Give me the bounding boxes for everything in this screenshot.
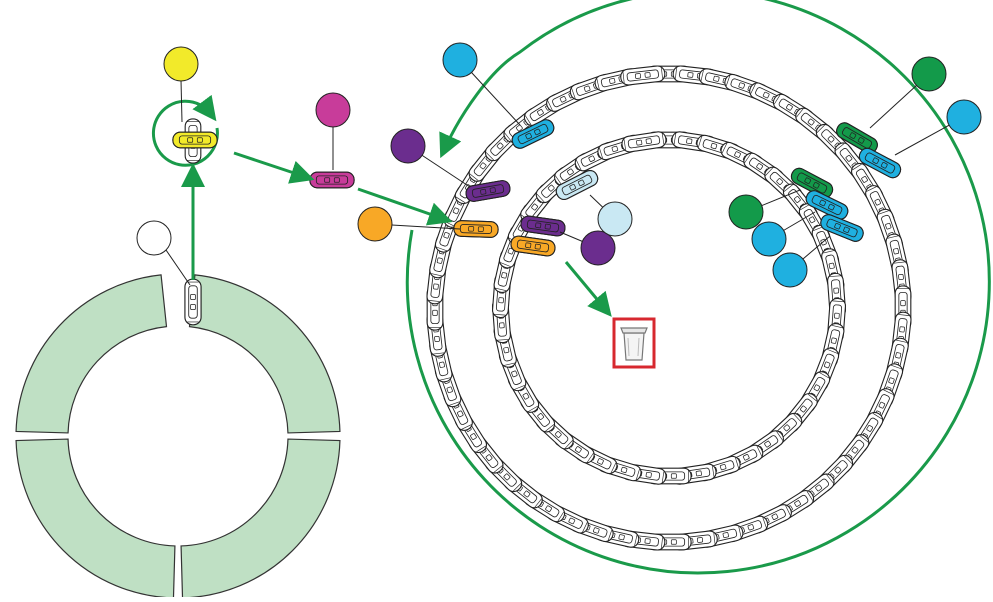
cyan-cuvette-inner-b <box>818 211 866 245</box>
rotation-arrow <box>151 94 219 167</box>
magenta-cuvette <box>309 171 355 189</box>
green-cuvette-outer <box>833 119 881 157</box>
green-marker-left <box>728 194 764 230</box>
transfer-arrows <box>181 151 612 317</box>
cyan-cuvette-outer <box>856 145 904 181</box>
magenta-marker <box>315 92 351 128</box>
cyan-marker-mid <box>751 221 787 257</box>
green-cuvette-inner <box>788 165 836 201</box>
incubator-wheel <box>425 64 913 552</box>
loading-ring-segment <box>15 438 176 599</box>
cyan-cuvette-top <box>509 116 557 152</box>
yellow-marker <box>163 46 199 82</box>
cyan-cuvette-inner-a <box>803 187 851 223</box>
light-cyan-marker <box>597 201 633 237</box>
trash-bin-icon <box>612 317 656 369</box>
incubator-rotation-arrow <box>405 0 991 575</box>
purple-cuvette-outer <box>464 178 512 204</box>
arrow-wheel-to-waste <box>564 261 612 317</box>
loading-cuvette <box>184 278 202 326</box>
orange-cuvette <box>453 219 499 239</box>
loading-ring-segment <box>180 438 341 599</box>
cyan-marker-bottom <box>772 252 808 288</box>
orange-cuvette-inner <box>509 234 557 258</box>
arrow-rotate-to-transfer <box>233 151 315 184</box>
cyan-marker-top <box>442 42 478 78</box>
incubator-slot <box>620 130 668 154</box>
incubator-circular-arrow <box>405 0 991 575</box>
loading-ring-segment <box>15 274 168 434</box>
light-cyan-cuvette <box>553 167 601 203</box>
highlighted-cuvettes <box>151 42 982 288</box>
purple-cuvette-inner <box>519 214 567 238</box>
loading-ring-segment <box>188 274 341 434</box>
orange-marker <box>357 206 393 242</box>
loading-ring <box>15 220 341 599</box>
purple-marker-bottom <box>580 230 616 266</box>
incubator-slot <box>619 64 667 87</box>
cyan-marker-right <box>946 99 982 135</box>
purple-marker-top <box>390 128 426 164</box>
green-marker-top <box>911 56 947 92</box>
arrow-transfer-to-wheel <box>357 187 453 226</box>
yellow-cuvette <box>172 131 218 149</box>
white-marker <box>136 220 172 256</box>
